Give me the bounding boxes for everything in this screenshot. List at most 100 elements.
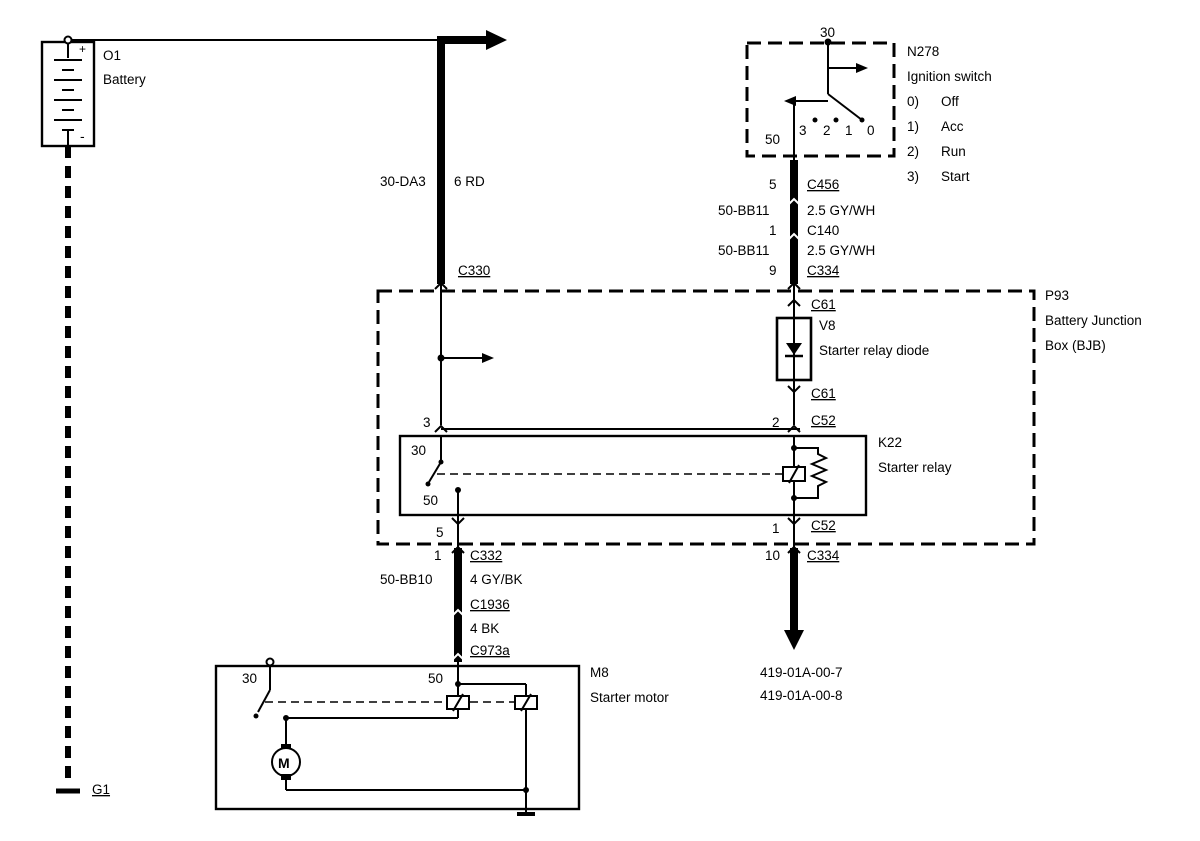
main-wire-arrow <box>486 30 507 50</box>
battery-plus-terminal <box>63 35 73 45</box>
c140-connector: C140 <box>807 223 839 238</box>
c456-pin: 5 <box>769 177 777 192</box>
motor-symbol: M <box>278 755 290 771</box>
connector-c61-bottom-mark <box>787 385 801 394</box>
ignition-terminal-30: 30 <box>820 25 835 40</box>
battery-symbol <box>40 38 96 148</box>
diode-connector-top: C61 <box>811 297 836 312</box>
connector-c334-mark <box>787 281 801 290</box>
reference-link-1[interactable]: 419-01A-00-7 <box>760 665 843 680</box>
position-label: Off <box>941 94 959 109</box>
motor-terminal-50: 50 <box>428 671 443 686</box>
motor-contact-point <box>253 713 259 719</box>
main-wire-spec: 6 RD <box>454 174 485 189</box>
relay-contact-point <box>425 481 431 487</box>
c140-pin: 1 <box>769 223 777 238</box>
relay-pin-2: 2 <box>772 415 780 430</box>
connector-c973a-mark <box>451 652 465 661</box>
bjb-name-line1: Battery Junction <box>1045 313 1142 328</box>
ignition-switch-name: Ignition switch <box>907 69 992 84</box>
wire-circuit-2: 50-BB11 <box>718 243 770 258</box>
relay-resistor <box>794 447 829 499</box>
battery-plus-sign: + <box>79 42 86 56</box>
motor-wire-spec-2: 4 BK <box>470 621 499 636</box>
relay-pin-3: 3 <box>423 415 431 430</box>
motor-wire-circuit: 50-BB10 <box>380 572 433 587</box>
connector-c330-mark <box>434 281 448 290</box>
battery-code: O1 <box>103 48 121 63</box>
main-wire-connector: C330 <box>458 263 490 278</box>
motor-contact-blade <box>257 689 271 713</box>
connector-c456-mark <box>787 197 801 206</box>
relay-terminal-30: 30 <box>411 443 426 458</box>
c334-connector: C334 <box>807 263 840 278</box>
ignition-contact-0 <box>859 117 865 123</box>
motor-wire-pin: 1 <box>434 548 442 563</box>
diode-name: Starter relay diode <box>819 343 929 358</box>
battery-minus-sign: - <box>80 128 85 144</box>
ignition-contact-3 <box>812 117 818 123</box>
motor-return-node <box>523 787 529 793</box>
ignition-contact-2 <box>833 117 839 123</box>
diode-symbol <box>786 343 802 355</box>
connector-c140-mark <box>787 232 801 241</box>
c456-connector: C456 <box>807 177 839 192</box>
wire-spec-1: 2.5 GY/WH <box>807 203 875 218</box>
relay-terminal-50: 50 <box>423 493 438 508</box>
position-label: Acc <box>941 119 964 134</box>
right-output-arrow <box>784 630 804 650</box>
relay-coil-slash <box>788 464 800 484</box>
starter-relay-box <box>398 434 868 517</box>
ignition-switch-box <box>745 41 896 158</box>
motor-code: M8 <box>590 665 609 680</box>
reference-link-2[interactable]: 419-01A-00-8 <box>760 688 843 703</box>
relay-contact-blade <box>428 461 442 483</box>
motor-name: Starter motor <box>590 690 669 705</box>
motor-wire-connector-1: C332 <box>470 548 502 563</box>
position-number: 1) <box>907 119 919 134</box>
motor-pull-in-slash <box>452 693 464 712</box>
position-label: Run <box>941 144 966 159</box>
relay-name: Starter relay <box>878 460 952 475</box>
c334-pin: 9 <box>769 263 777 278</box>
ignition-positions-legend: 0) Off 1) Acc 2) Run 3) Start <box>907 94 970 184</box>
battery-name: Battery <box>103 72 146 87</box>
right-wire-pin: 10 <box>765 548 780 563</box>
position-number: 2) <box>907 144 919 159</box>
connector-c61-top-mark <box>787 298 801 307</box>
connector-c1936-mark <box>451 608 465 617</box>
ignition-position-1: 1 <box>845 123 853 138</box>
relay-pin-1: 1 <box>772 521 780 536</box>
connector-c334-bottom-mark <box>787 545 801 554</box>
motor-hold-in-slash <box>520 693 532 712</box>
bjb-code: P93 <box>1045 288 1069 303</box>
bjb-name-line2: Box (BJB) <box>1045 338 1106 353</box>
bjb-branch-arrow <box>482 353 494 363</box>
relay-connector-bottom: C52 <box>811 518 836 533</box>
ignition-terminal-50: 50 <box>765 132 780 147</box>
motor-b-plus-stud <box>265 657 275 667</box>
connector-c332-mark <box>451 545 465 554</box>
main-power-wire <box>437 36 490 284</box>
diode-connector-bottom: C61 <box>811 386 836 401</box>
relay-connector-top: C52 <box>811 413 836 428</box>
position-number: 0) <box>907 94 919 109</box>
ignition-position-0: 0 <box>867 123 875 138</box>
ignition-position-2: 2 <box>823 123 831 138</box>
diode-code: V8 <box>819 318 836 333</box>
ignition-branch-arrow <box>856 63 868 73</box>
ignition-switch-blade <box>827 93 863 121</box>
ground-code: G1 <box>92 782 110 797</box>
motor-wire-spec-1: 4 GY/BK <box>470 572 523 587</box>
ignition-position-3: 3 <box>799 123 807 138</box>
motor-wire-connector-3: C973a <box>470 643 510 658</box>
right-wire-connector: C334 <box>807 548 840 563</box>
motor-terminal-30: 30 <box>242 671 257 686</box>
motor-brush-bottom <box>281 774 291 780</box>
wire-spec-2: 2.5 GY/WH <box>807 243 875 258</box>
position-label: Start <box>941 169 970 184</box>
position-number: 3) <box>907 169 919 184</box>
relay-code: K22 <box>878 435 902 450</box>
ignition-switch-code: N278 <box>907 44 939 59</box>
